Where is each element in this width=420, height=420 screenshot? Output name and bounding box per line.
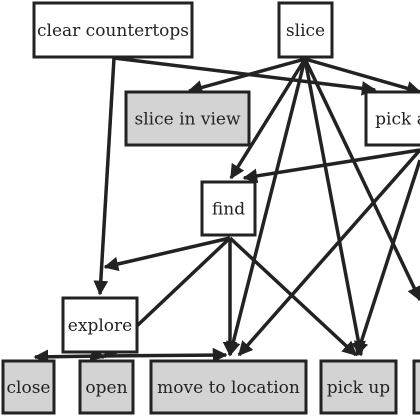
node-box-find <box>200 180 257 237</box>
edge-pick-a-to-move-to-location <box>237 148 420 357</box>
node-clear-countertops: clear countertops <box>32 1 194 59</box>
node-box-explore <box>61 296 139 354</box>
node-open: open <box>78 359 135 415</box>
edge-slice-to-slice-in-view <box>187 57 306 95</box>
node-box-slice <box>277 1 334 59</box>
node-label-pick-a: pick a <box>375 110 420 130</box>
edge-find-to-pick-up <box>228 236 358 357</box>
node-label-move-to-location: move to location <box>157 378 300 398</box>
node-box-move-to-location <box>149 359 308 415</box>
edge-explore-to-close <box>33 349 101 365</box>
edge-slice-to-pick-up <box>303 58 366 357</box>
node-label-clear-countertops: clear countertops <box>37 21 189 41</box>
edge-slice-to-edge-node <box>303 58 420 302</box>
edge-slice-to-find <box>229 58 307 180</box>
node-pick-a: pick a <box>364 90 420 147</box>
node-label-slice-in-view: slice in view <box>134 110 240 130</box>
edge-pick-a-to-pick-up <box>354 159 420 357</box>
node-label-pick-up: pick up <box>327 378 390 398</box>
edge-pick-a-to-find <box>242 148 420 184</box>
node-find: find <box>200 180 257 237</box>
node-label-close: close <box>7 378 51 398</box>
edge-explore-to-move-to-location <box>99 347 228 363</box>
node-box-close <box>1 359 56 415</box>
node-box-edge-node <box>412 359 420 415</box>
edge-clear-countertops-to-explore <box>93 57 116 296</box>
edge-slice-to-pick-a <box>304 57 420 96</box>
edge-find-to-explore <box>103 236 231 272</box>
node-box-pick-up <box>319 359 398 415</box>
edge-slice-to-move-to-location <box>226 58 307 357</box>
node-box-clear-countertops <box>32 1 194 59</box>
node-close: close <box>1 359 56 415</box>
node-slice-in-view: slice in view <box>124 90 251 147</box>
node-pick-up: pick up <box>319 359 398 415</box>
node-edge-node <box>412 359 420 415</box>
node-label-find: find <box>212 200 245 220</box>
node-box-open <box>78 359 135 415</box>
node-box-slice-in-view <box>124 90 251 147</box>
node-box-pick-a <box>364 90 420 147</box>
node-explore: explore <box>61 296 139 354</box>
node-label-slice: slice <box>286 21 325 41</box>
node-label-open: open <box>85 378 127 398</box>
node-move-to-location: move to location <box>149 359 308 415</box>
node-slice: slice <box>277 1 334 59</box>
node-label-explore: explore <box>68 316 132 336</box>
